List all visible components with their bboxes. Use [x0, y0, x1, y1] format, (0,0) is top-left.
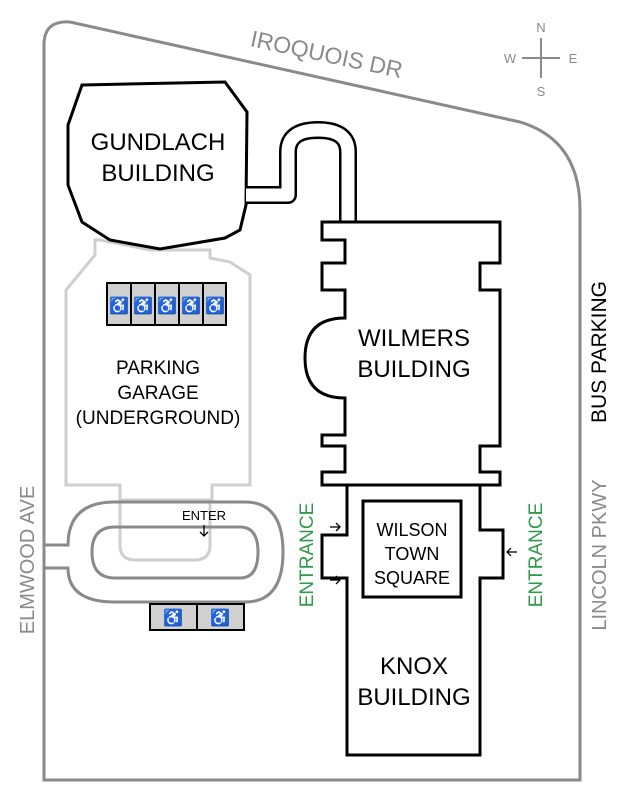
driveway-loop-outer	[44, 500, 285, 604]
compass-s: S	[537, 84, 546, 99]
wilson-town-square-outline	[361, 499, 463, 599]
wheelchair-icon: ♿	[210, 608, 230, 627]
gundlach-label-line1: GUNDLACH	[91, 129, 226, 156]
garage-ramp	[118, 500, 212, 562]
compass-e: E	[569, 51, 578, 66]
enter-arrow	[199, 525, 209, 537]
knox-label-line2: BUILDING	[357, 684, 470, 711]
wheelchair-icon: ♿	[133, 296, 153, 315]
garage-label-line1: PARKING	[116, 358, 200, 379]
entrance-label-east: ENTRANCE	[526, 503, 547, 608]
knox-label-line1: KNOX	[380, 653, 448, 680]
street-label-lincoln: LINCOLN PKWY	[589, 479, 611, 630]
accessible-spaces-bottom: ♿ ♿	[149, 603, 245, 631]
garage-label-line2: GARAGE	[117, 383, 198, 404]
driveway-loop-inner	[90, 525, 260, 580]
gundlach-label-line2: BUILDING	[101, 160, 214, 187]
compass-w: W	[504, 51, 517, 66]
walkway-connector-inner	[246, 123, 355, 225]
enter-label: ENTER	[182, 508, 226, 523]
walkway-connector	[246, 121, 357, 225]
east-entrance-arrow	[506, 547, 517, 557]
entrance-label-west: ENTRANCE	[297, 503, 318, 608]
wheelchair-icon: ♿	[109, 296, 129, 315]
wilson-label-line3: SQUARE	[374, 568, 450, 588]
wilson-label-line2: TOWN	[385, 544, 440, 564]
wheelchair-icon: ♿	[181, 296, 201, 315]
wilmers-label-line2: BUILDING	[357, 356, 470, 383]
street-label-elmwood: ELMWOOD AVE	[17, 486, 39, 635]
wheelchair-icon: ♿	[205, 296, 225, 315]
wheelchair-icon: ♿	[163, 608, 183, 627]
accessible-spaces-top: ♿ ♿ ♿ ♿ ♿	[106, 282, 227, 326]
wheelchair-icon: ♿	[157, 296, 177, 315]
street-label-iroquois: IROQUOIS DR	[248, 25, 405, 83]
parking-garage-outline	[64, 238, 252, 502]
compass-rose: N S W E	[504, 20, 578, 99]
garage-label-line3: (UNDERGROUND)	[76, 408, 241, 429]
west-entrance-arrows	[330, 522, 341, 585]
wilmers-building-outline	[303, 220, 502, 487]
property-boundary	[42, 20, 582, 782]
wilmers-label-line1: WILMERS	[358, 325, 470, 352]
wilson-label-line1: WILSON	[376, 520, 447, 540]
bus-parking-label: BUS PARKING	[588, 281, 611, 423]
gundlach-building-outline	[66, 80, 249, 251]
compass-n: N	[536, 20, 545, 35]
